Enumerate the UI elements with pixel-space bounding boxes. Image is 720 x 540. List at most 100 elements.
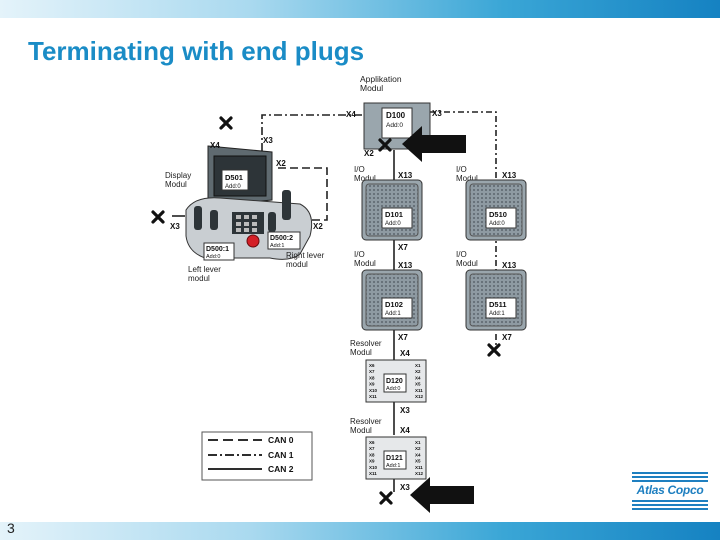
io-module-add: Add:0 bbox=[489, 221, 505, 227]
connector-x2-right-lever: X2 bbox=[313, 222, 323, 231]
atlas-copco-logo: Atlas Copco bbox=[632, 472, 708, 514]
resolver-pin-label: X9 bbox=[369, 382, 375, 387]
io-module-id: D101 bbox=[385, 210, 403, 219]
io-module-add: Add:1 bbox=[385, 311, 401, 317]
end-plug-x-resolver bbox=[379, 491, 393, 505]
resolver-module-add: Add:0 bbox=[386, 386, 400, 392]
right-joystick bbox=[282, 190, 291, 220]
page-number: 3 bbox=[7, 520, 15, 536]
resolver-pin-label: X12 bbox=[415, 471, 424, 476]
connector-x7: X7 bbox=[502, 333, 512, 342]
connector-x7: X7 bbox=[398, 333, 408, 342]
resolver-pin-label: X7 bbox=[369, 369, 375, 374]
can1-line-display bbox=[261, 114, 362, 178]
resolver-pin-label: X5 bbox=[415, 382, 421, 387]
resolver-pin-label: X4 bbox=[415, 375, 421, 380]
resolver-pin-label: X1 bbox=[415, 440, 421, 445]
end-plug-x-left-lever bbox=[151, 210, 165, 224]
resolver-pin-label: X2 bbox=[415, 446, 421, 451]
io-module-add: Add:1 bbox=[489, 311, 505, 317]
resolver-pin-label: X11 bbox=[415, 388, 423, 393]
resolver-pin-label: X12 bbox=[415, 394, 424, 399]
io-module-add: Add:0 bbox=[385, 221, 401, 227]
can0-line-display bbox=[278, 167, 328, 221]
resolver-pin-label: X6 bbox=[369, 440, 375, 445]
left-joystick bbox=[194, 206, 202, 230]
resolver-pin-label: X9 bbox=[369, 459, 375, 464]
slide-title: Terminating with end plugs bbox=[28, 36, 365, 66]
connector-x4-app: X4 bbox=[346, 110, 356, 119]
resolver-pin-label: X11 bbox=[369, 394, 377, 399]
connector-x13: X13 bbox=[398, 261, 413, 270]
resolver-pin-label: X8 bbox=[369, 452, 375, 457]
connector-x2-app: X2 bbox=[364, 149, 374, 158]
arrow-applikation bbox=[402, 126, 466, 162]
resolver-pin-label: X6 bbox=[369, 363, 375, 368]
connector-x7: X7 bbox=[398, 243, 408, 252]
io-module-id: D102 bbox=[385, 300, 403, 309]
resolver-pin-label: X11 bbox=[369, 471, 377, 476]
connector-x13: X13 bbox=[398, 171, 413, 180]
resolver-pin-label: X10 bbox=[369, 388, 378, 393]
io-module-id: D511 bbox=[489, 300, 507, 309]
resolver-pin-label: X7 bbox=[369, 446, 375, 451]
connector-x3: X3 bbox=[400, 483, 410, 492]
resolver-module-id: D121 bbox=[386, 455, 403, 462]
resolver-module-add: Add:1 bbox=[386, 463, 400, 469]
arrow-resolver bbox=[410, 477, 474, 513]
resolver-pin-label: X8 bbox=[369, 375, 375, 380]
right-lever-add: Add:1 bbox=[270, 243, 284, 249]
applikation-id: D100 bbox=[386, 111, 406, 120]
legend-can2: CAN 2 bbox=[268, 464, 294, 474]
resolver-pin-label: X2 bbox=[415, 369, 421, 374]
resolver-pin-label: X10 bbox=[369, 465, 378, 470]
connector-x3-app: X3 bbox=[432, 109, 442, 118]
right-lever-id: D500:2 bbox=[270, 235, 293, 242]
display-id: D501 bbox=[225, 173, 243, 182]
resolver-module-id: D120 bbox=[386, 378, 403, 385]
display-add: Add:0 bbox=[225, 184, 241, 190]
left-lever-add: Add:0 bbox=[206, 254, 220, 260]
legend-can0: CAN 0 bbox=[268, 435, 294, 445]
connector-x4-display: X4 bbox=[210, 141, 220, 150]
connector-x13: X13 bbox=[502, 171, 517, 180]
connector-x3-left-lever: X3 bbox=[170, 222, 180, 231]
resolver-pin-label: X11 bbox=[415, 465, 423, 470]
connector-x2-display: X2 bbox=[276, 159, 286, 168]
end-plug-x-io bbox=[487, 343, 501, 357]
end-plug-x-display bbox=[219, 116, 233, 130]
resolver-pin-label: X4 bbox=[415, 452, 421, 457]
keypad bbox=[236, 215, 257, 232]
applikation-add: Add:0 bbox=[386, 122, 403, 129]
connector-x13: X13 bbox=[502, 261, 517, 270]
termination-x-marks bbox=[151, 116, 501, 505]
resolver-pin-label: X1 bbox=[415, 363, 421, 368]
resolver-pin-label: X5 bbox=[415, 459, 421, 464]
left-lever-id: D500:1 bbox=[206, 246, 229, 253]
connector-x4: X4 bbox=[400, 426, 410, 435]
top-gradient-bar bbox=[0, 0, 720, 18]
io-module-id: D510 bbox=[489, 210, 507, 219]
emergency-stop bbox=[246, 234, 260, 248]
connector-x3: X3 bbox=[400, 406, 410, 415]
end-plug-x-applikation bbox=[378, 138, 392, 152]
legend-can1: CAN 1 bbox=[268, 450, 294, 460]
can-line-right-column bbox=[430, 111, 497, 180]
